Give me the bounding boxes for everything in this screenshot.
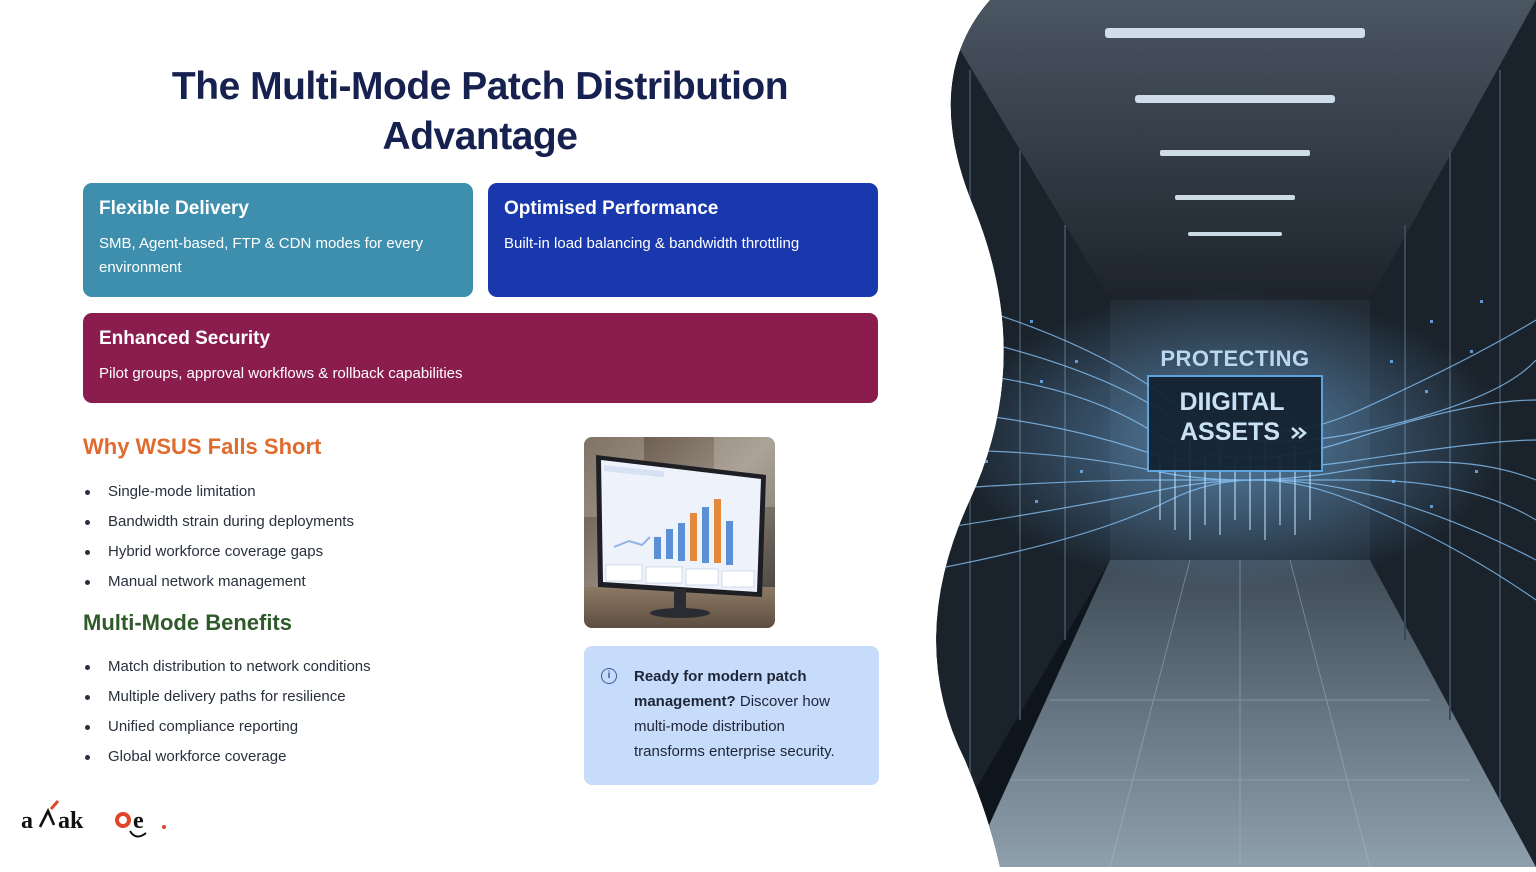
list-item: Global workforce coverage bbox=[83, 742, 543, 772]
dashboard-monitor-illustration bbox=[584, 437, 775, 628]
card-heading: Flexible Delivery bbox=[99, 198, 249, 219]
page-title-line2: Advantage bbox=[382, 115, 578, 158]
flexible-delivery-card: Flexible Delivery SMB, Agent-based, FTP … bbox=[83, 183, 473, 297]
hero-text-protecting: PROTECTING bbox=[1160, 346, 1309, 371]
optimised-performance-card: Optimised Performance Built-in load bala… bbox=[488, 183, 878, 297]
card-heading: Enhanced Security bbox=[99, 328, 271, 349]
why-wsus-list: Single-mode limitation Bandwidth strain … bbox=[83, 477, 543, 597]
why-wsus-heading: Why WSUS Falls Short bbox=[83, 434, 322, 459]
server-room-illustration: PROTECTING DIIGITAL ASSETS bbox=[936, 0, 1536, 867]
list-item: Bandwidth strain during deployments bbox=[83, 507, 543, 537]
list-item: Manual network management bbox=[83, 567, 543, 597]
list-item: Unified compliance reporting bbox=[83, 712, 543, 742]
svg-text:a: a bbox=[21, 808, 34, 834]
hero-text-digital: DIIGITAL bbox=[1179, 388, 1284, 416]
svg-text:ak: ak bbox=[58, 808, 84, 834]
enhanced-security-card: Enhanced Security Pilot groups, approval… bbox=[83, 313, 878, 403]
svg-text:e: e bbox=[133, 808, 144, 834]
multi-mode-heading: Multi-Mode Benefits bbox=[83, 610, 292, 635]
info-icon: i bbox=[601, 668, 617, 684]
cta-callout-bold: Ready for modern patch management? bbox=[634, 668, 807, 710]
page-title-line1: The Multi-Mode Patch Distribution bbox=[171, 65, 789, 108]
card-body: Built-in load balancing & bandwidth thro… bbox=[504, 235, 800, 252]
avakage-logo-mark: a ak e bbox=[21, 800, 166, 838]
card-body: SMB, Agent-based, FTP & CDN modes for ev… bbox=[99, 235, 424, 276]
company-logo: a ak e bbox=[18, 795, 178, 845]
list-item: Multiple delivery paths for resilience bbox=[83, 682, 543, 712]
dashboard-monitor-image bbox=[584, 437, 775, 628]
card-heading: Optimised Performance bbox=[504, 198, 719, 219]
multi-mode-list: Match distribution to network conditions… bbox=[83, 652, 543, 772]
cta-callout-text: Discover how multi-mode distribution tra… bbox=[634, 693, 835, 760]
hero-text-assets: ASSETS bbox=[1180, 418, 1280, 446]
chevron-right-icon bbox=[1291, 427, 1307, 439]
page-title: The Multi-Mode Patch Distribution Advant… bbox=[120, 62, 840, 162]
card-body: Pilot groups, approval workflows & rollb… bbox=[99, 365, 463, 382]
server-room-hero-image: PROTECTING DIIGITAL ASSETS bbox=[930, 0, 1536, 867]
list-item: Match distribution to network conditions bbox=[83, 652, 543, 682]
list-item: Hybrid workforce coverage gaps bbox=[83, 537, 543, 567]
cta-callout: i Ready for modern patch management? Dis… bbox=[584, 646, 879, 785]
list-item: Single-mode limitation bbox=[83, 477, 543, 507]
